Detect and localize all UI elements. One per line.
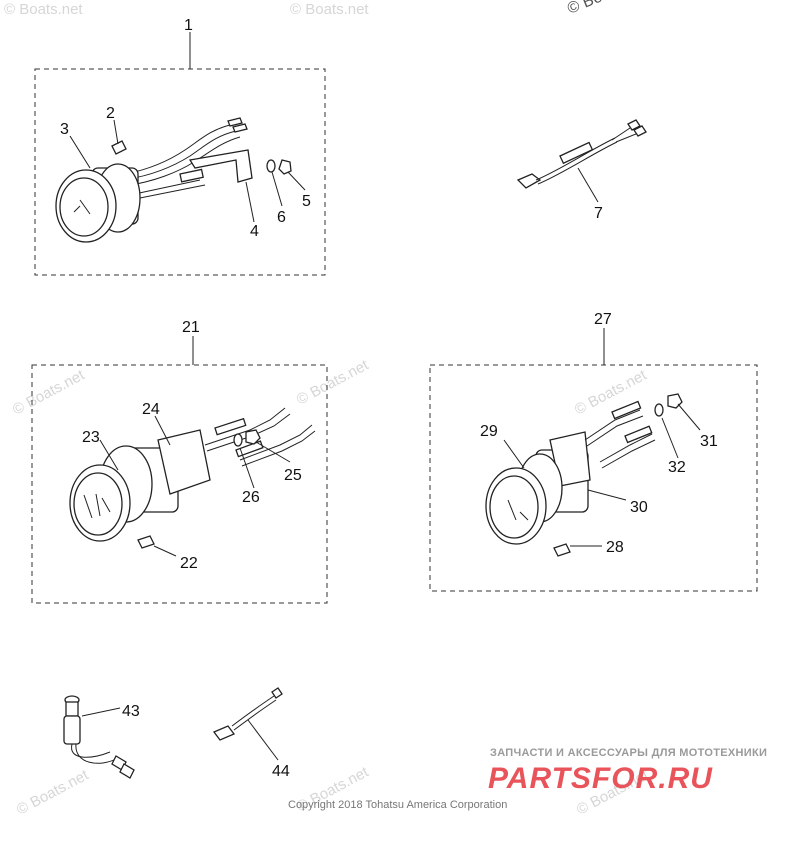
group-1-gauge-kit	[34, 32, 326, 276]
group-21-dashed-box	[31, 364, 328, 604]
callouts: 1 2 3 4 5 6 7 21 22 23 24 25 26 27 28 29…	[60, 17, 718, 780]
callout-1[interactable]: 1	[184, 17, 193, 34]
watermark-text: © Boats.net	[14, 766, 92, 818]
callout-26[interactable]: 26	[242, 489, 260, 506]
callout-25[interactable]: 25	[284, 467, 302, 484]
callout-28[interactable]: 28	[606, 539, 624, 556]
callout-31[interactable]: 31	[700, 433, 718, 450]
bracket-icon	[188, 149, 253, 183]
callout-29[interactable]: 29	[480, 423, 498, 440]
callout-23[interactable]: 23	[82, 429, 100, 446]
washer-icon	[266, 159, 276, 173]
callout-27[interactable]: 27	[594, 311, 612, 328]
callout-43[interactable]: 43	[122, 703, 140, 720]
group-27-dashed-box	[429, 364, 758, 592]
group-1-dashed-box	[34, 68, 326, 276]
callout-5[interactable]: 5	[302, 193, 311, 210]
callout-44[interactable]: 44	[272, 763, 290, 780]
group-21-gauge-kit	[31, 336, 328, 604]
watermark-text: © Boats.net	[290, 1, 369, 18]
group-27-gauge-kit	[429, 328, 758, 592]
watermark-text: © Boats.net	[4, 1, 83, 18]
copyright-text: Copyright 2018 Tohatsu America Corporati…	[288, 799, 507, 811]
item-43-switch	[63, 695, 135, 779]
watermark-text: © Boats.net	[10, 366, 88, 418]
nut-icon	[278, 159, 292, 175]
watermark-text: © Boats.net	[565, 0, 650, 18]
callout-30[interactable]: 30	[630, 499, 648, 516]
site-banner-subtitle: ЗАПЧАСТИ И АКСЕССУАРЫ ДЛЯ МОТОТЕХНИКИ	[490, 747, 767, 759]
bulb-icon	[553, 543, 571, 557]
callout-3[interactable]: 3	[60, 121, 69, 138]
callout-6[interactable]: 6	[277, 209, 286, 226]
item-7-harness	[516, 119, 647, 203]
callout-21[interactable]: 21	[182, 319, 200, 336]
callout-2[interactable]: 2	[106, 105, 115, 122]
item-44-lead	[212, 687, 283, 761]
callout-7[interactable]: 7	[594, 205, 603, 222]
callout-4[interactable]: 4	[250, 223, 259, 240]
site-banner: ЗАПЧАСТИ И АКСЕССУАРЫ ДЛЯ МОТОТЕХНИКИ PA…	[488, 747, 767, 795]
site-banner-logo[interactable]: PARTSFOR.RU	[488, 762, 713, 795]
callout-24[interactable]: 24	[142, 401, 160, 418]
watermark-text: © Boats.net	[294, 356, 372, 408]
callout-32[interactable]: 32	[668, 459, 686, 476]
bulb-icon	[111, 140, 127, 155]
bulb-icon	[137, 535, 155, 549]
callout-22[interactable]: 22	[180, 555, 198, 572]
watermarks: © Boats.net © Boats.net © Boats.net © Bo…	[4, 0, 652, 819]
